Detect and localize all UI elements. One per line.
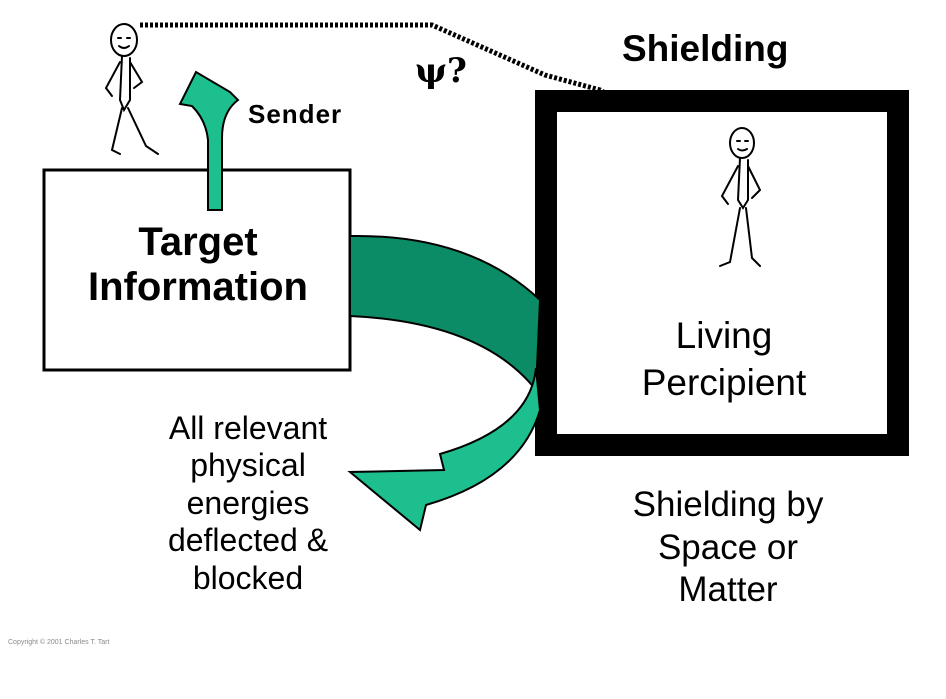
curved-deflection-arrow-icon [347,367,542,532]
copyright-notice: Copyright © 2001 Charles T. Tart [8,639,110,646]
energies-line: deflected & [167,522,329,559]
shielding-enclosure [535,90,909,456]
percipient-line-1: Living [675,315,773,356]
target-line-1: Target [138,220,258,264]
percipient-line-2: Percipient [641,362,807,404]
psi-label: ψ? [415,51,467,91]
energies-line: energies [186,484,310,521]
target-line-2: Information [88,264,308,309]
shielding-by-label: Shielding by Space or Matter [588,484,868,612]
shielding-by-line: Matter [678,570,778,610]
living-percipient-label: Living Percipient [560,312,888,407]
stick-figure-icon [719,127,762,267]
stick-figure-icon [104,23,159,155]
deflection-band [349,234,542,393]
energies-line: physical [190,447,306,484]
shielding-by-line: Shielding by [632,485,824,524]
deflected-energies-label: All relevant physical energies deflected… [140,410,356,597]
energies-line: blocked [192,559,304,596]
shielding-title: Shielding [622,28,789,69]
shielding-by-line: Space or [657,527,799,567]
curved-up-arrow-icon [178,70,240,211]
energies-line: All relevant [168,410,328,446]
sender-label: Sender [248,99,343,129]
target-information-box [42,168,352,372]
target-information-label: Target Information [44,220,352,310]
